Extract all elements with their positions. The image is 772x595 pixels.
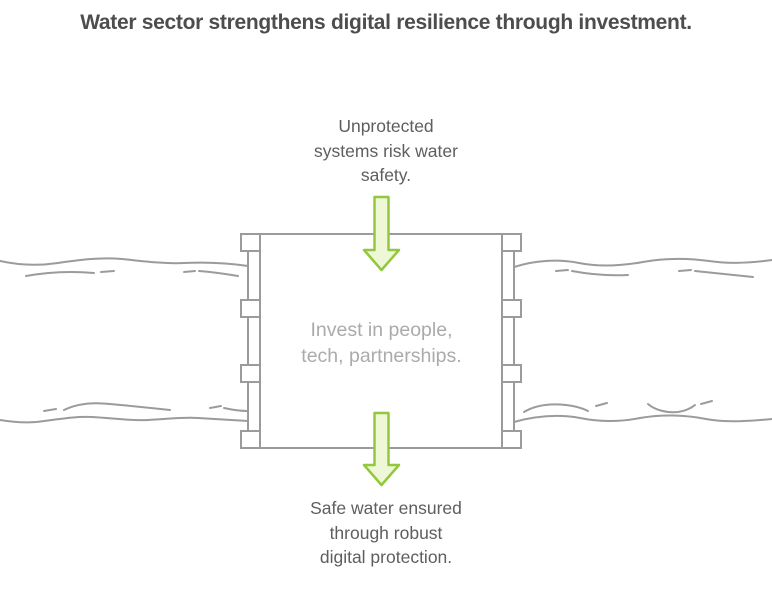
- wavy-water-line-broken: [571, 270, 629, 277]
- wavy-water-line-broken: [647, 403, 696, 414]
- water-left-lower: [0, 402, 249, 424]
- top-caption: Unprotected systems risk water safety.: [0, 114, 772, 188]
- bottom-caption-line: digital protection.: [319, 547, 453, 567]
- water-right-lower: [513, 400, 772, 423]
- flange-tab: [501, 430, 522, 449]
- wavy-water-dash: [100, 270, 115, 273]
- water-right-upper: [513, 257, 772, 278]
- wavy-water-line: [0, 415, 249, 424]
- flange-tab: [240, 299, 261, 318]
- wavy-water-line: [513, 257, 772, 268]
- top-caption-line: systems risk water: [314, 140, 458, 161]
- flange-tab: [501, 299, 522, 318]
- flange-tab: [501, 364, 522, 383]
- top-caption-line: safety.: [360, 165, 412, 185]
- wavy-water-line-broken: [223, 407, 249, 412]
- flange-tab: [240, 430, 261, 449]
- flange-tab: [501, 233, 522, 252]
- flange-tab: [240, 233, 261, 252]
- left-flange: [240, 233, 261, 449]
- wavy-water-dash: [700, 400, 713, 405]
- wavy-water-dash: [43, 408, 57, 412]
- wavy-water-line-broken: [63, 402, 171, 411]
- box-caption-line: Invest in people,: [310, 319, 453, 341]
- water-left-upper: [0, 257, 249, 277]
- bottom-caption-line: Safe water ensured: [310, 498, 462, 518]
- right-flange: [501, 233, 522, 449]
- wavy-water-line: [513, 414, 772, 423]
- wavy-water-dash: [209, 405, 222, 409]
- box-caption: Invest in people, tech, partnerships.: [261, 317, 502, 369]
- wavy-water-dash: [678, 269, 692, 272]
- flange-strip: [501, 233, 515, 449]
- top-caption-line: Unprotected: [338, 116, 434, 136]
- bottom-caption-line: through robust: [329, 522, 443, 543]
- wavy-water-dash: [595, 402, 608, 407]
- down-arrow-icon-top: [362, 195, 401, 272]
- wavy-water-line-broken: [694, 270, 754, 278]
- wavy-water-dash: [555, 269, 569, 272]
- page-title: Water sector strengthens digital resilie…: [80, 11, 692, 34]
- wavy-water-line-broken: [198, 270, 239, 277]
- down-arrow-icon-bottom: [362, 411, 401, 487]
- wavy-water-dash: [183, 270, 196, 273]
- box-caption-line: tech, partnerships.: [301, 345, 462, 367]
- wavy-water-line-broken: [25, 271, 95, 277]
- flange-tab: [240, 364, 261, 383]
- bottom-caption: Safe water ensured through robust digita…: [0, 496, 772, 570]
- wavy-water-line: [0, 257, 249, 267]
- wavy-water-line-broken: [523, 403, 589, 413]
- flange-strip: [247, 233, 261, 449]
